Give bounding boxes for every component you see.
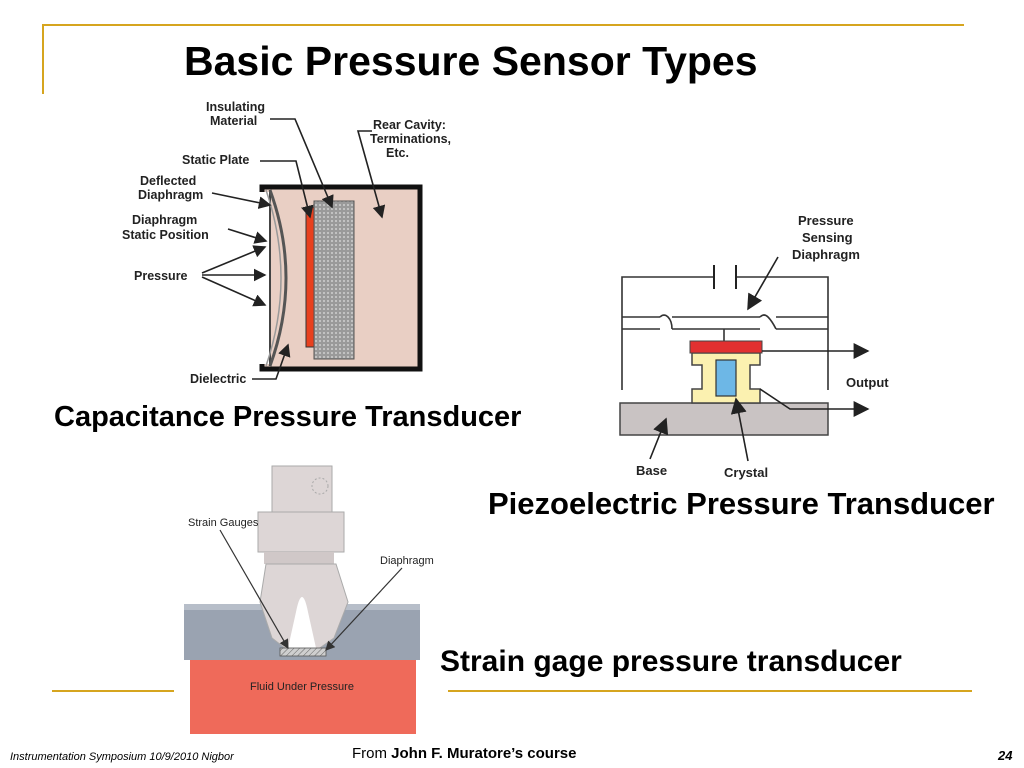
label-dielectric: Dielectric bbox=[190, 372, 246, 386]
footer-from-prefix: From bbox=[352, 745, 387, 762]
sensing-diaphragm bbox=[689, 340, 763, 354]
footer-from-source: John F. Muratore’s course bbox=[391, 745, 577, 762]
page-number: 24 bbox=[998, 748, 1013, 763]
label-sensing-1: Pressure bbox=[798, 213, 854, 228]
label-sensing-2: Sensing bbox=[802, 230, 853, 245]
label-crystal: Crystal bbox=[724, 465, 768, 480]
footer-source: From John F. Muratore’s course bbox=[352, 745, 577, 762]
deflected-diaphragm bbox=[268, 189, 288, 367]
diaphragm bbox=[279, 647, 327, 657]
label-rear-cavity-2: Terminations, bbox=[370, 132, 451, 146]
label-diaphragm: Diaphragm bbox=[380, 555, 434, 567]
label-pressure: Pressure bbox=[134, 269, 188, 283]
label-static-pos-1: Diaphragm bbox=[132, 213, 197, 227]
label-sensing-3: Diaphragm bbox=[792, 247, 860, 262]
label-rear-cavity-1: Rear Cavity: bbox=[373, 118, 446, 132]
label-deflected-2: Diaphragm bbox=[138, 188, 203, 202]
bottom-rule-right bbox=[448, 690, 972, 692]
label-fluid: Fluid Under Pressure bbox=[250, 681, 354, 693]
bottom-rule-left bbox=[52, 690, 174, 692]
fluid-region bbox=[190, 658, 416, 734]
crystal bbox=[715, 359, 737, 397]
footer-left: Instrumentation Symposium 10/9/2010 Nigb… bbox=[10, 751, 234, 763]
label-output: Output bbox=[846, 375, 889, 390]
static-plate bbox=[305, 206, 315, 348]
label-static-pos-2: Static Position bbox=[122, 228, 209, 242]
piezo-caption-wrap: Piezoelectric Pressure Transducer bbox=[488, 486, 1024, 526]
piezo-caption: Piezoelectric Pressure Transducer bbox=[488, 486, 995, 521]
label-rear-cavity-3: Etc. bbox=[386, 146, 409, 160]
insulating-material bbox=[313, 200, 355, 360]
label-insulating-2: Material bbox=[210, 114, 257, 128]
capacitance-caption: Capacitance Pressure Transducer bbox=[54, 401, 522, 433]
label-insulating-1: Insulating bbox=[206, 100, 265, 114]
label-strain-gauges: Strain Gauges bbox=[188, 517, 259, 529]
pressure-cavity bbox=[288, 597, 316, 648]
label-static-plate: Static Plate bbox=[182, 153, 249, 167]
strain-caption: Strain gage pressure transducer bbox=[440, 645, 902, 678]
capacitance-diagram: Insulating Material Rear Cavity: Termina… bbox=[122, 100, 451, 386]
piezo-diagram: Pressure Sensing Diaphragm Output Base C… bbox=[619, 213, 889, 480]
piezo-base bbox=[619, 402, 829, 436]
top-rule bbox=[42, 24, 964, 26]
label-base: Base bbox=[636, 463, 667, 478]
strain-diagram: Strain Gauges Diaphragm Fluid Under Pres… bbox=[184, 465, 434, 734]
slide-title: Basic Pressure Sensor Types bbox=[184, 38, 758, 84]
left-rule bbox=[42, 24, 44, 94]
label-deflected-1: Deflected bbox=[140, 174, 196, 188]
